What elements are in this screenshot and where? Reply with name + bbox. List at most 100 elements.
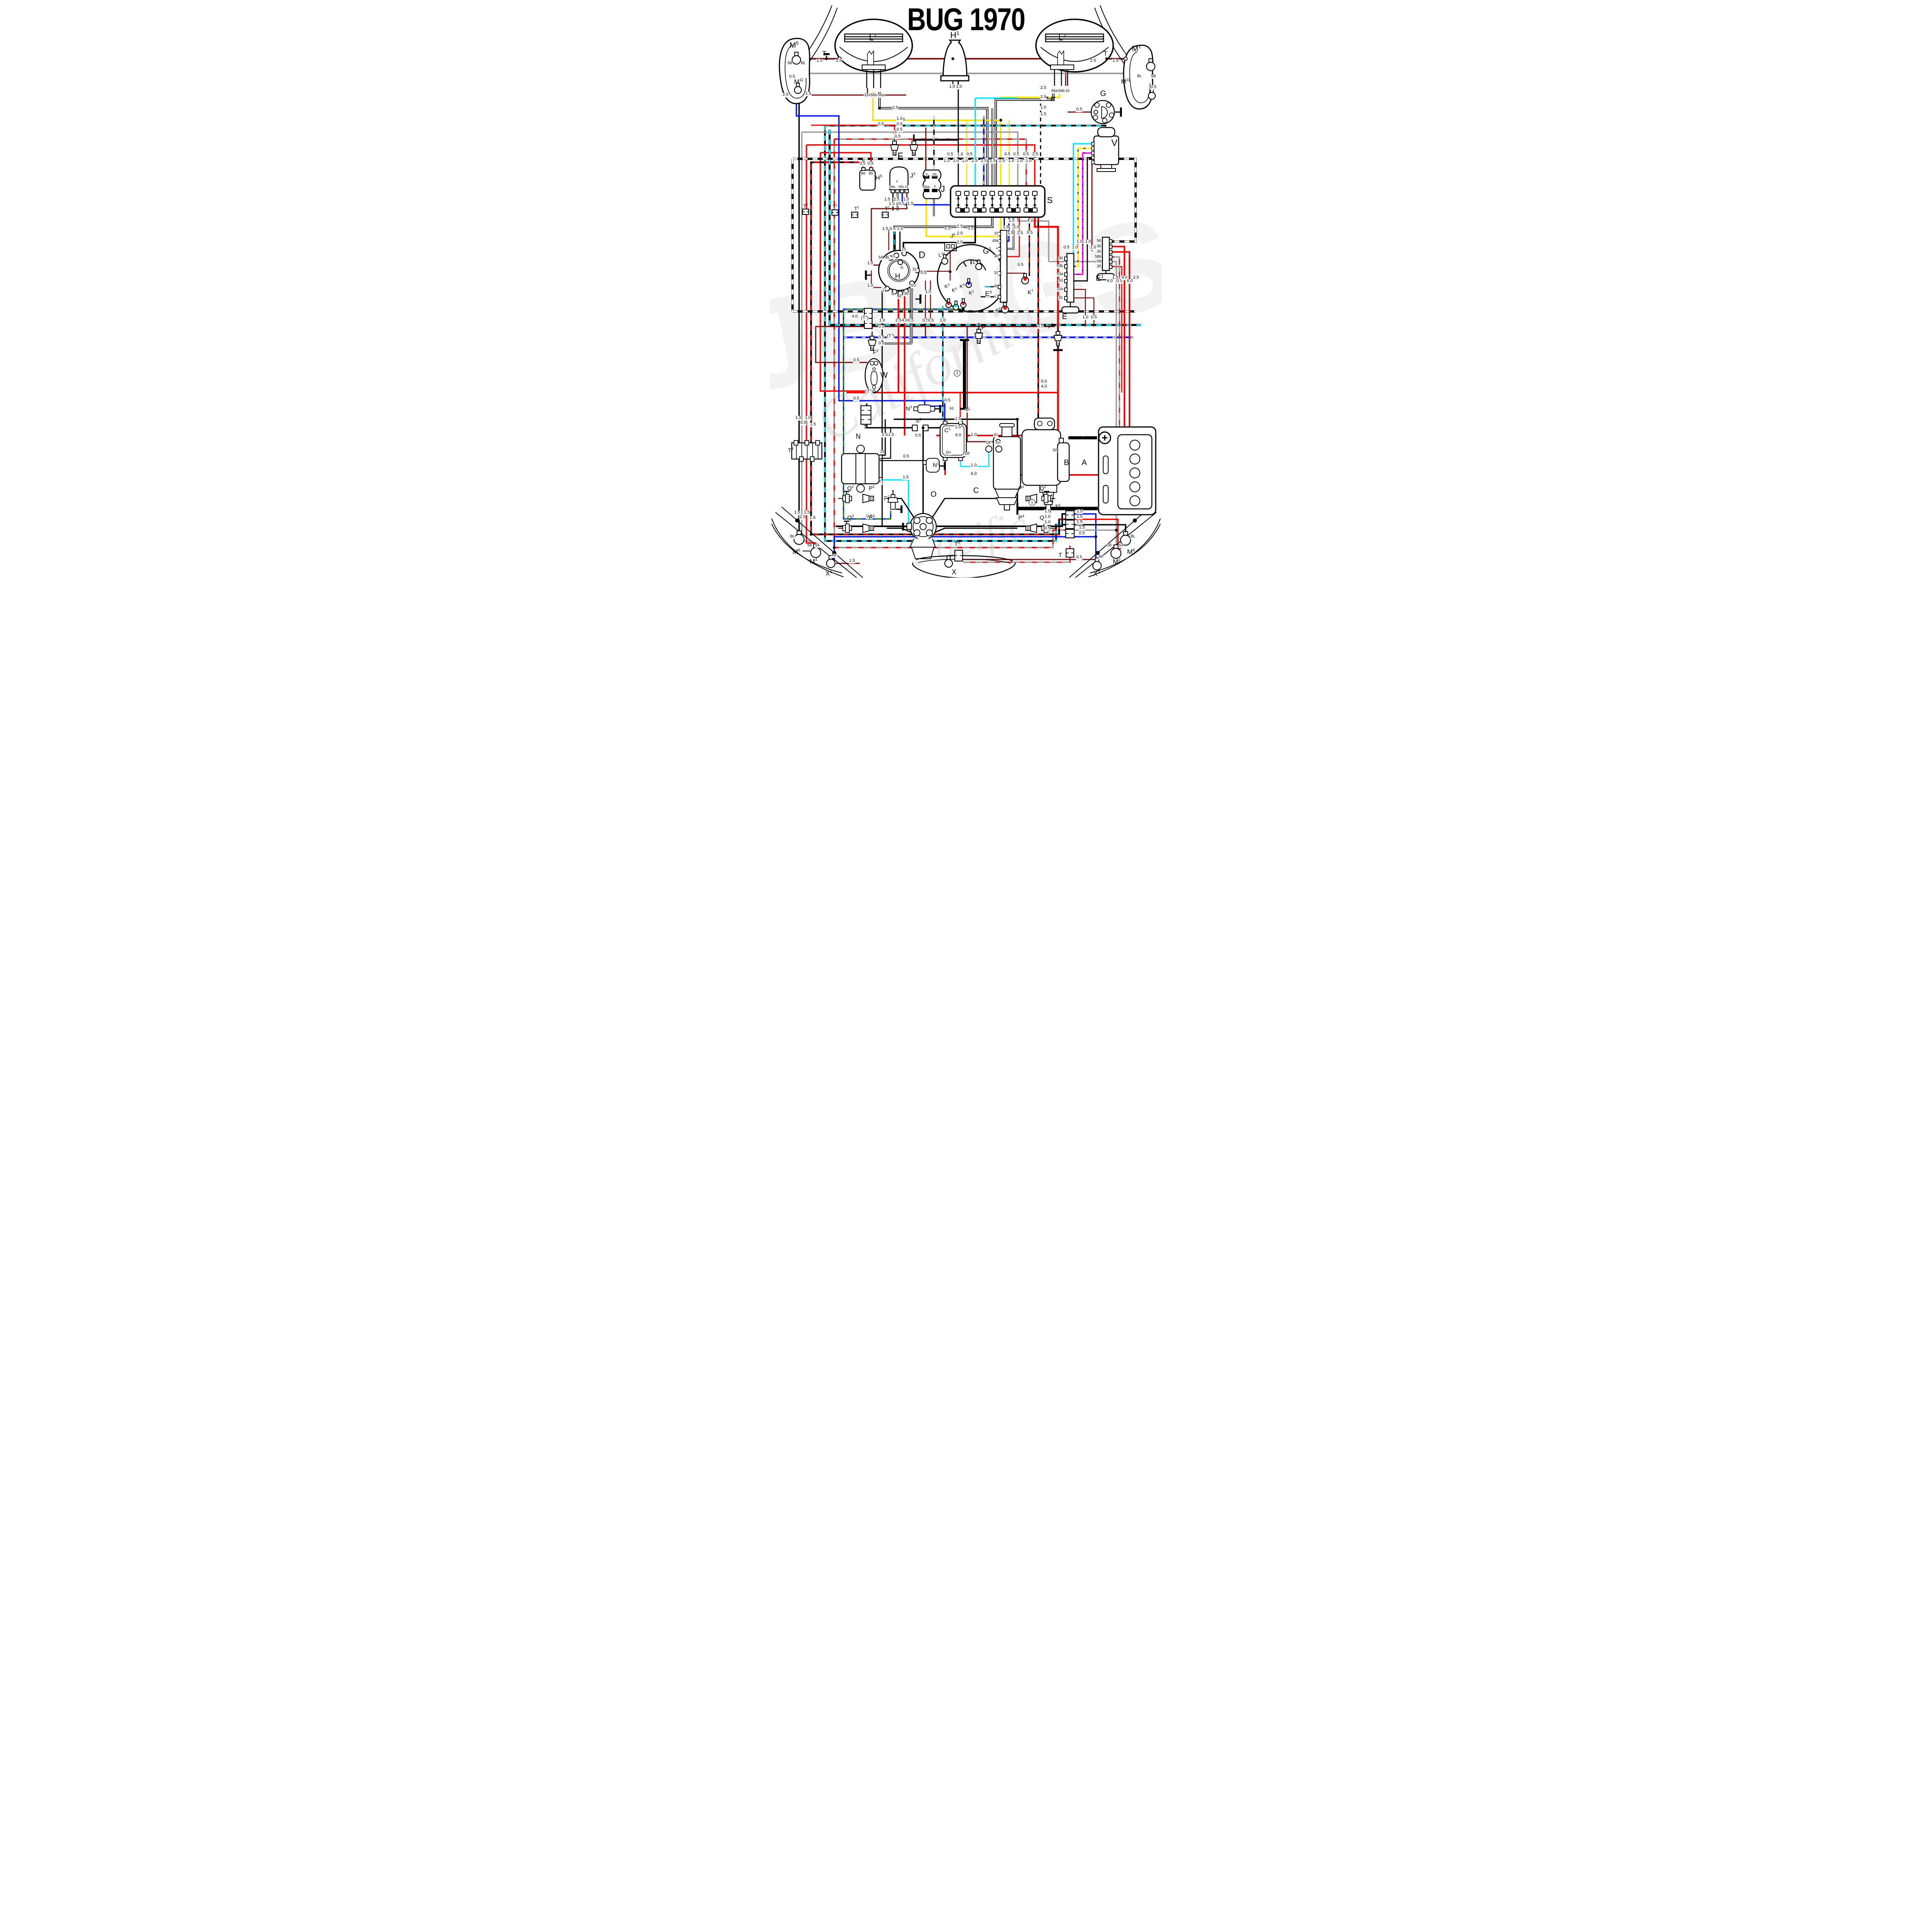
bulb-base: [947, 298, 950, 303]
wire: [1007, 217, 1020, 257]
wire: [836, 513, 1065, 527]
label-1-5: 1.5: [799, 515, 806, 520]
switch-thread: [870, 347, 874, 349]
wiper-switch: [1061, 253, 1080, 314]
wire: [834, 138, 1027, 186]
label-l10: L10: [938, 252, 945, 258]
label-2-5: 2.5: [1040, 95, 1047, 100]
ignition-coil: [841, 445, 883, 493]
label-k1: K1: [969, 290, 974, 296]
label-2-5: 2.5: [1090, 58, 1097, 63]
label-1-5: 1.5: [896, 226, 903, 231]
label-0-5: 0.5: [1013, 152, 1020, 157]
label-q3: Q3: [847, 514, 854, 521]
label-31: 31: [993, 270, 999, 276]
label-m11: M11: [1121, 78, 1130, 85]
label-o: O: [930, 490, 937, 499]
wire: [1074, 289, 1086, 327]
spark-plug-2: [842, 495, 846, 502]
label-15: 15: [901, 247, 906, 252]
label-4-0: 4.0: [1106, 279, 1113, 284]
label-31: 31: [1065, 88, 1070, 94]
label-0-5: 0.5: [889, 226, 896, 231]
cutoff-valve: [913, 405, 935, 413]
label-h5: H5: [875, 174, 882, 182]
label-b5: B5: [868, 171, 874, 175]
label-k3: K3: [959, 283, 965, 289]
label-t1: T1: [884, 206, 890, 212]
junction-dot: [878, 107, 881, 110]
wire: [820, 153, 867, 392]
label-31: 31: [912, 267, 917, 272]
label-l: L: [882, 288, 885, 293]
label-p3: P3: [869, 514, 875, 521]
label-6-0: 6.0: [1126, 279, 1133, 284]
label-2-5: 2.5: [1040, 85, 1047, 90]
label-d-: D+: [995, 440, 1002, 446]
fuse-arrow: [1008, 196, 1011, 199]
t4-tooth: [799, 456, 804, 462]
label-58: 58: [807, 543, 812, 548]
label-1-5: 1.5: [1008, 218, 1015, 223]
fuse-terminal: [990, 191, 995, 196]
cable-connector-t4: [791, 442, 823, 460]
fuse-arrow: [957, 204, 960, 207]
label-30: 30: [1058, 256, 1063, 261]
fuse-arrow: [982, 204, 985, 207]
label-1-5: 1.5: [816, 58, 823, 63]
label-1-5: 1.5: [925, 289, 932, 294]
switch-thread: [977, 340, 981, 342]
label-0-5: 0.5: [866, 514, 873, 519]
label-bl: BL: [800, 61, 806, 66]
bulb-base: [954, 301, 957, 305]
label-1-5: 1.5: [1076, 509, 1083, 514]
label-x: X: [951, 568, 957, 576]
label-0-5: 0.5: [1017, 262, 1024, 267]
label-0-5: 0.5: [1026, 230, 1033, 235]
label-v: V: [1111, 138, 1118, 148]
label-61: 61: [949, 406, 954, 411]
label-2-5: 2.5: [998, 158, 1005, 163]
switch-thread: [912, 153, 916, 155]
fuse-arrow: [1016, 204, 1019, 207]
label-0-5: 0.5: [1078, 531, 1085, 536]
label-1-5: 1.5: [803, 510, 810, 515]
switch-thread: [977, 341, 981, 344]
label-p4: P4: [1018, 514, 1024, 521]
wiper-motor: [1091, 127, 1119, 172]
fuse-arrow: [1033, 204, 1036, 207]
plug-insulator: [849, 526, 852, 531]
label-4-0: 4.0: [1027, 218, 1034, 223]
wiring-svg: JBUGS California Pacific: [770, 5, 1162, 578]
wire: [880, 428, 891, 459]
label-t1: (T1): [886, 333, 895, 339]
label-56b: 56b: [1058, 88, 1065, 94]
label-t4: T4: [787, 447, 794, 454]
plug-insulator: [1041, 526, 1044, 531]
label-h: H: [895, 272, 900, 281]
label-49a: 49a: [889, 185, 896, 189]
label-2-5: 2.5: [782, 92, 789, 97]
label-m8: M8: [1127, 548, 1135, 556]
label-0-5: 0.5: [867, 161, 874, 166]
fuse-terminal: [1015, 207, 1020, 213]
bulb-icon: [791, 55, 801, 65]
bulb-tip: [962, 302, 965, 305]
label-30: 30: [904, 291, 909, 296]
label-d-: D+: [946, 450, 952, 455]
label-e1: E1: [1095, 273, 1104, 283]
fuse-arrow: [965, 196, 968, 199]
label-6-0: 6.0: [970, 471, 977, 476]
label-g1: G1: [983, 246, 992, 256]
label-1-0: 1.0: [896, 116, 903, 121]
component-layer: [771, 5, 1161, 578]
label-t2: T2: [954, 540, 960, 548]
junction-dot: [951, 57, 954, 60]
bulb-tip: [967, 282, 970, 285]
junction-dot: [833, 546, 836, 549]
label-1-0: 1.0: [795, 415, 802, 420]
fuse-arrow: [974, 196, 977, 199]
label-f2: F2: [872, 349, 879, 356]
label-1-0: 1.0: [961, 158, 968, 163]
switch-thread: [912, 151, 916, 154]
